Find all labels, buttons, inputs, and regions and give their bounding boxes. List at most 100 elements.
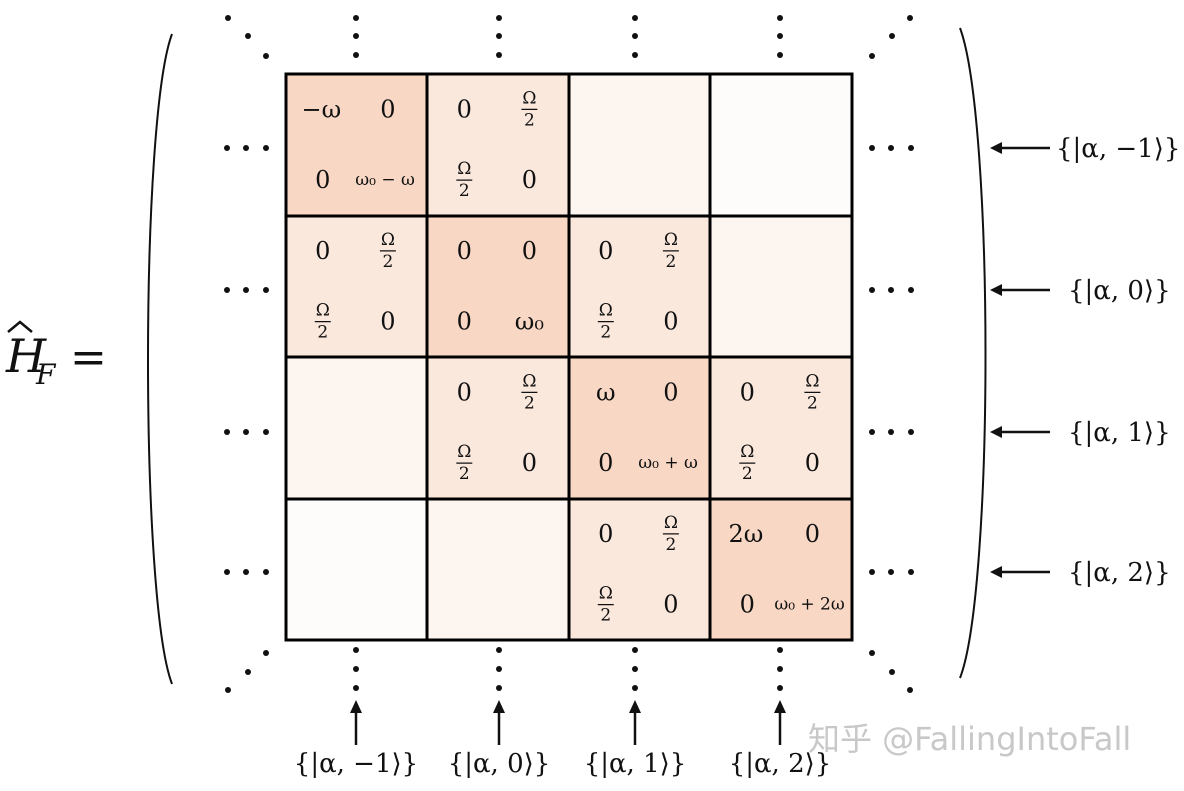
fraction-entry: Ω2 xyxy=(662,230,679,272)
ellipsis-dot xyxy=(632,33,638,39)
block-background xyxy=(286,498,428,640)
row-label-text: {|α, −1⟩} xyxy=(1056,134,1180,164)
ellipsis-dot xyxy=(777,685,783,691)
fraction-numerator: Ω xyxy=(457,442,471,462)
fraction-entry: Ω2 xyxy=(804,371,821,413)
fraction-numerator: Ω xyxy=(740,442,754,462)
ellipsis-dot xyxy=(224,429,230,435)
ellipsis-dot xyxy=(908,569,914,575)
row-label-text: {|α, 2⟩} xyxy=(1068,558,1171,588)
arrow-left-icon xyxy=(990,426,1002,438)
block-background xyxy=(427,74,569,216)
column-label-text: {|α, −1⟩} xyxy=(294,749,418,779)
ellipsis-dot xyxy=(632,52,638,58)
ellipsis-dot xyxy=(225,15,231,21)
ellipsis-dot xyxy=(263,429,269,435)
arrow-up-icon xyxy=(493,700,505,713)
fraction-denominator: 2 xyxy=(600,606,611,626)
matrix-entry: 0 xyxy=(805,520,820,548)
ellipsis-dot xyxy=(245,33,251,39)
block-background xyxy=(286,215,428,357)
fraction-denominator: 2 xyxy=(665,252,676,272)
fraction-denominator: 2 xyxy=(665,535,676,555)
block-background xyxy=(427,215,569,357)
row-label-text: {|α, 1⟩} xyxy=(1068,418,1171,448)
block-background xyxy=(569,357,711,499)
matrix-entry: 0 xyxy=(380,308,395,336)
column-label-text: {|α, 2⟩} xyxy=(729,749,832,779)
column-label: {|α, 1⟩} xyxy=(584,700,686,779)
ellipsis-dot xyxy=(888,287,894,293)
matrix-entry: 0 xyxy=(522,449,537,477)
row-labels: {|α, −1⟩} {|α, 0⟩} {|α, 1⟩} {|α, 2⟩} xyxy=(990,134,1180,588)
fraction-numerator: Ω xyxy=(664,513,678,533)
ellipsis-dot xyxy=(632,647,638,653)
ellipsis-dot xyxy=(243,569,249,575)
fraction-numerator: Ω xyxy=(599,301,613,321)
left-parenthesis xyxy=(147,33,173,685)
matrix-entry: ω₀ xyxy=(515,308,544,336)
fraction-denominator: 2 xyxy=(459,181,470,201)
arrow-left-icon xyxy=(990,284,1002,296)
block-background xyxy=(710,357,852,499)
fraction-numerator: Ω xyxy=(522,371,536,391)
ellipsis-dot xyxy=(496,666,502,672)
block-background xyxy=(569,498,711,640)
ellipsis-dot xyxy=(243,287,249,293)
matrix-entry: ω₀ − ω xyxy=(355,170,415,190)
ellipsis-dot xyxy=(869,569,875,575)
row-label: {|α, −1⟩} xyxy=(990,134,1180,164)
block-background xyxy=(569,74,711,216)
column-label: {|α, 2⟩} xyxy=(729,700,832,779)
ellipsis-dot xyxy=(263,53,269,59)
ellipsis-dot xyxy=(353,666,359,672)
column-label: {|α, −1⟩} xyxy=(294,700,418,779)
ellipsis-dot xyxy=(496,52,502,58)
fraction-denominator: 2 xyxy=(600,323,611,343)
fraction-entry: Ω2 xyxy=(379,230,396,272)
row-label: {|α, 2⟩} xyxy=(990,558,1171,588)
ellipsis-dot xyxy=(224,569,230,575)
matrix-entry: 0 xyxy=(457,378,472,406)
matrix-entry: 0 xyxy=(598,237,613,265)
fraction-numerator: Ω xyxy=(599,584,613,604)
fraction-denominator: 2 xyxy=(317,323,328,343)
ellipsis-dot xyxy=(353,15,359,21)
matrix-entry: 0 xyxy=(663,378,678,406)
ellipsis-dot xyxy=(869,429,875,435)
matrix-entry: 0 xyxy=(663,308,678,336)
ellipsis-dot xyxy=(263,145,269,151)
block-background xyxy=(427,498,569,640)
ellipsis-dot xyxy=(907,15,913,21)
matrix-entry: 0 xyxy=(598,520,613,548)
matrix-entry: 0 xyxy=(740,591,755,619)
ellipsis-dot xyxy=(243,429,249,435)
row-label: {|α, 0⟩} xyxy=(990,276,1171,306)
ellipsis-dot xyxy=(889,33,895,39)
matrix-entry: ω xyxy=(596,378,616,406)
matrix-block xyxy=(710,74,852,216)
matrix-entry: 0 xyxy=(598,449,613,477)
matrix-entry: 0 xyxy=(805,449,820,477)
ellipsis-dot xyxy=(496,33,502,39)
ellipsis-dot xyxy=(869,650,875,656)
ellipsis-dot xyxy=(496,647,502,653)
matrix-block xyxy=(286,357,428,499)
ellipsis-dots xyxy=(224,15,914,693)
ellipsis-dot xyxy=(263,287,269,293)
matrix-block xyxy=(286,498,428,640)
fraction-numerator: Ω xyxy=(381,230,395,250)
matrix-entry: 0 xyxy=(315,166,330,194)
fraction-numerator: Ω xyxy=(457,159,471,179)
fraction-numerator: Ω xyxy=(805,371,819,391)
ellipsis-dot xyxy=(263,650,269,656)
arrow-up-icon xyxy=(774,700,786,713)
fraction-denominator: 2 xyxy=(742,464,753,484)
ellipsis-dot xyxy=(777,666,783,672)
block-background xyxy=(286,357,428,499)
ellipsis-dot xyxy=(908,429,914,435)
ellipsis-dot xyxy=(908,287,914,293)
